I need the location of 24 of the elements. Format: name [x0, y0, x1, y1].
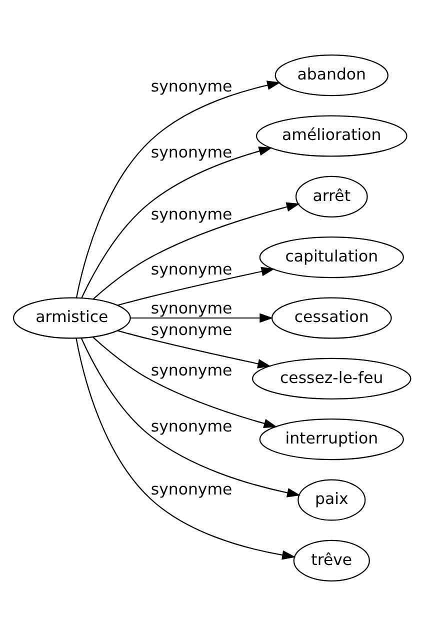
- edge-label: synonyme: [150, 360, 232, 380]
- arrow: [116, 266, 274, 306]
- edge-label: synonyme: [150, 142, 232, 162]
- node-ellipse: paix: [297, 478, 366, 520]
- edge-label: synonyme: [150, 258, 232, 278]
- arrow: [92, 336, 277, 428]
- arrow: [92, 202, 300, 299]
- node-ellipse: trêve: [292, 539, 370, 581]
- edge-label: synonyme: [150, 479, 232, 498]
- arrow: [80, 146, 272, 298]
- edge-label: synonyme: [150, 204, 232, 223]
- edge-label: synonyme: [150, 320, 232, 339]
- edge-label: synonyme: [150, 76, 232, 95]
- arrow: [130, 312, 273, 322]
- edge-label: synonyme: [150, 298, 232, 318]
- edge-label: synonyme: [150, 416, 232, 436]
- arrow: [80, 337, 300, 497]
- arrow: [75, 338, 296, 560]
- node-ellipse: armistice: [12, 296, 130, 338]
- arrow: [75, 80, 280, 298]
- node-ellipse: arrêt: [294, 175, 368, 217]
- node-ellipse: cessation: [270, 296, 392, 338]
- arrow: [116, 330, 271, 368]
- node-ellipse: abandon: [274, 54, 388, 96]
